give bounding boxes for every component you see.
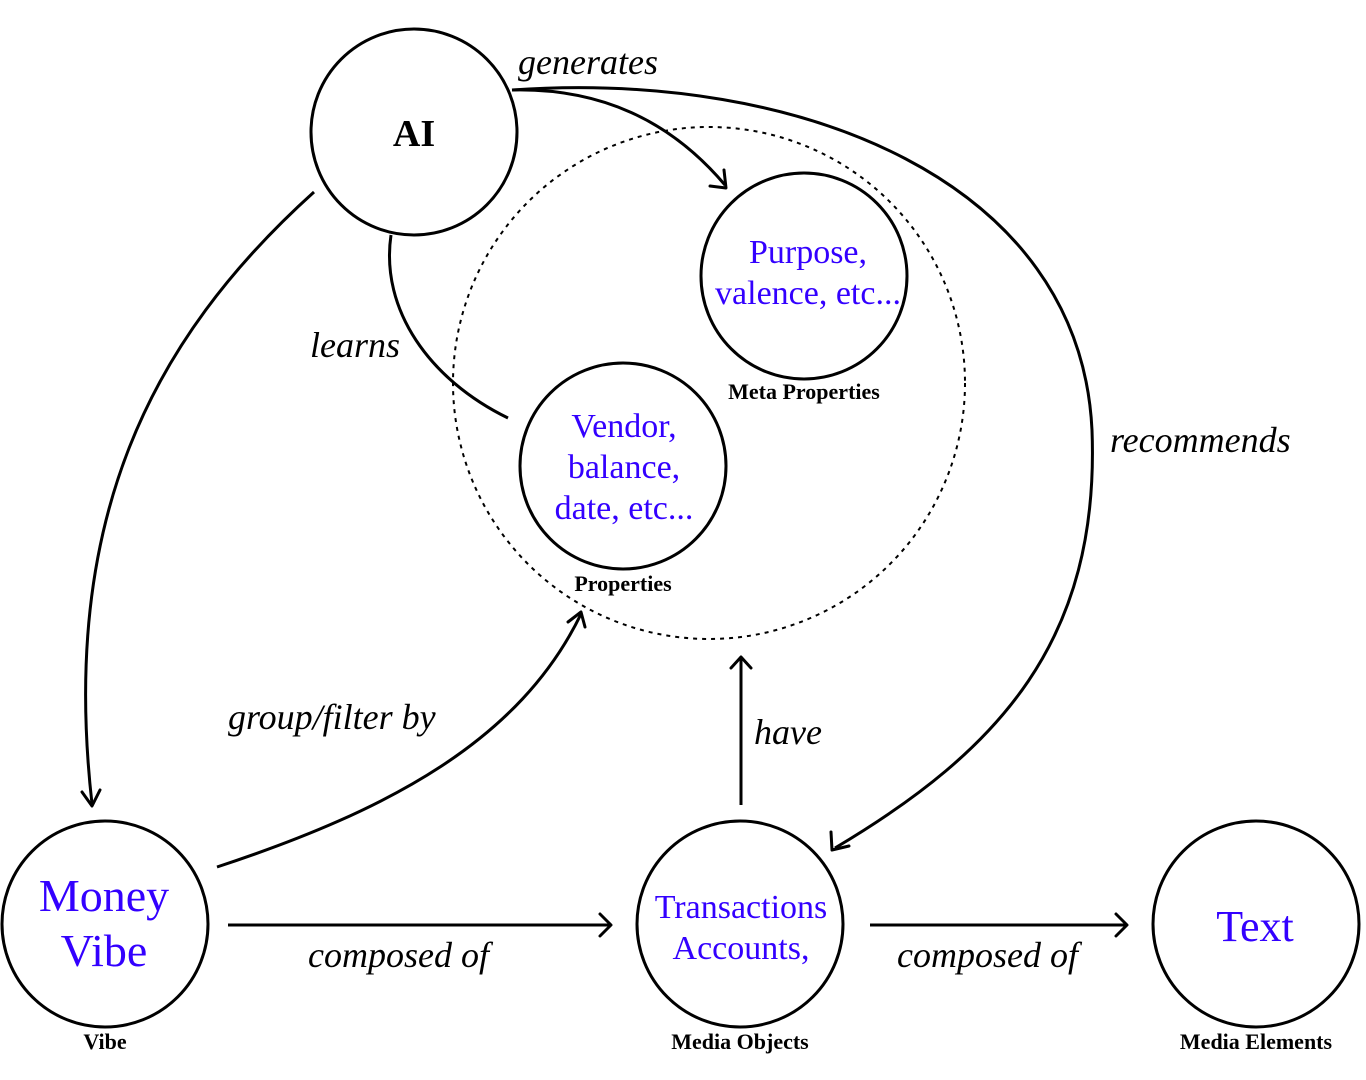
arrowhead-composed-of-2: [1114, 912, 1129, 938]
media-objects-line-2: Accounts,: [673, 930, 810, 967]
node-properties: [518, 361, 728, 571]
arrowhead-composed-of-1: [598, 912, 613, 938]
meta-properties-caption: Meta Properties: [728, 379, 880, 404]
media-objects-caption: Media Objects: [671, 1029, 809, 1054]
media-objects-line-1: Transactions: [655, 889, 828, 926]
vibe-line-1: Money: [39, 870, 169, 921]
label-composed-of-1: composed of: [308, 935, 494, 975]
arrowhead-group-filter-by: [566, 610, 587, 629]
ai-label: AI: [393, 113, 435, 155]
vibe-caption: Vibe: [83, 1029, 126, 1054]
label-group-filter-by: group/filter by: [228, 697, 436, 737]
node-vibe: [0, 819, 210, 1029]
edge-ai-to-vibe: [84, 190, 316, 805]
label-learns: learns: [310, 325, 400, 365]
arrowhead-have: [729, 655, 753, 670]
arrowhead-recommends: [829, 830, 851, 852]
edge-recommends: [511, 86, 1094, 850]
arrowhead-generates: [708, 168, 728, 190]
meta-properties-line-1: Purpose,: [749, 234, 867, 271]
vibe-line-2: Vibe: [61, 925, 148, 976]
node-meta-properties: [699, 171, 909, 381]
media-elements-line-1: Text: [1216, 902, 1294, 951]
node-media-elements: [1151, 819, 1361, 1029]
edge-learns: [388, 234, 509, 420]
node-ai: [309, 27, 519, 237]
properties-line-1: Vendor,: [571, 408, 676, 445]
edge-generates: [511, 88, 727, 186]
media-elements-caption: Media Elements: [1180, 1029, 1333, 1054]
label-recommends: recommends: [1110, 420, 1291, 460]
label-generates: generates: [518, 42, 658, 82]
label-have: have: [754, 712, 822, 752]
properties-line-2: balance,: [568, 449, 680, 486]
node-media-objects: [635, 819, 845, 1029]
meta-properties-line-2: valence, etc...: [715, 275, 901, 312]
properties-group-boundary: [452, 126, 966, 640]
properties-line-3: date, etc...: [555, 490, 694, 527]
arrowhead-ai-to-vibe: [80, 788, 102, 808]
edge-group-filter-by: [216, 613, 583, 869]
properties-caption: Properties: [574, 571, 672, 596]
label-composed-of-2: composed of: [897, 935, 1083, 975]
